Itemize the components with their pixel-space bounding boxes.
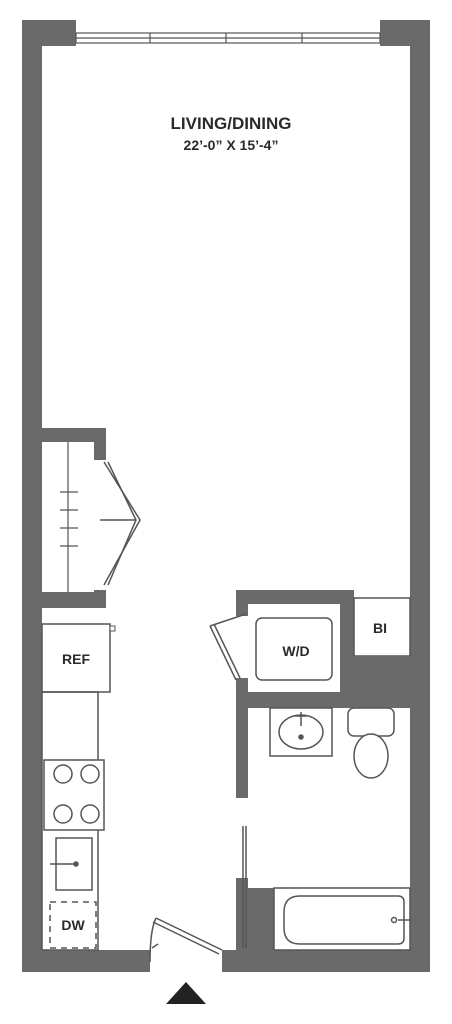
bathtub [273, 887, 411, 951]
burner-icon [80, 764, 100, 784]
wall-right [410, 20, 430, 970]
bath-wall-left-upper [236, 708, 248, 798]
built-in: BI [353, 597, 411, 708]
toilet [347, 707, 395, 779]
range [43, 759, 105, 831]
bath-wall-left-lower [236, 878, 248, 950]
kitchen-sink [50, 837, 93, 891]
laundry-closet: W/D [209, 590, 354, 708]
bathroom [236, 707, 411, 951]
dishwasher: DW [49, 901, 97, 949]
burner-icon [80, 804, 100, 824]
washer-dryer-label: W/D [282, 643, 309, 659]
laundry-wall-top [236, 590, 354, 604]
drain-icon [298, 734, 304, 740]
built-in-label: BI [373, 620, 387, 636]
closet [42, 428, 141, 608]
closet-wall-top [42, 428, 106, 442]
closet-wall-bottom-jamb [94, 590, 106, 608]
bathroom-pocket-door[interactable] [242, 826, 247, 948]
closet-wall-top-jamb [94, 428, 106, 460]
burner-icon [53, 804, 73, 824]
closet-rod-shelf [60, 442, 78, 592]
entry-door[interactable] [149, 917, 223, 963]
entry-arrow-icon [166, 982, 206, 1004]
laundry-door[interactable] [209, 613, 247, 681]
laundry-wall-bottom [236, 692, 354, 708]
room-name-living: LIVING/DINING [171, 114, 292, 133]
dishwasher-label: DW [61, 917, 85, 933]
wall-bottom-left [22, 950, 150, 972]
washer-dryer [255, 617, 333, 681]
burner-icon [53, 764, 73, 784]
wall-left [22, 20, 42, 970]
refrigerator: REF [41, 623, 116, 693]
closet-bifold-door[interactable] [100, 461, 141, 586]
refrigerator-label: REF [62, 651, 90, 667]
built-in-wall [354, 656, 410, 708]
bath-wall-tub-divider [248, 888, 274, 950]
tub-drain-icon [390, 916, 398, 924]
laundry-wall-left-upper [236, 590, 248, 616]
wall-bottom-right [222, 950, 430, 972]
room-dimensions-living: 22’-0” X 15’-4” [184, 137, 279, 153]
window [75, 32, 381, 44]
exterior-walls [22, 20, 430, 972]
vanity-sink [269, 707, 333, 757]
refrigerator-handle [109, 625, 116, 632]
closet-wall-bottom [42, 592, 106, 608]
laundry-wall-right [340, 590, 354, 708]
faucet-icon [73, 861, 79, 867]
